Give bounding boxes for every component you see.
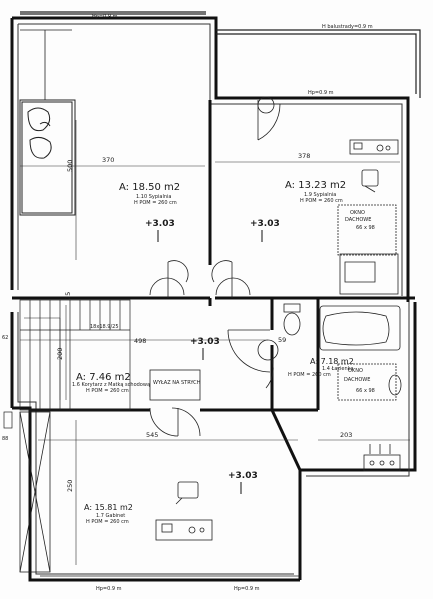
dim-left-a: 62 [2,335,8,341]
dim-203: 203 [340,431,352,439]
roof-window-1-l2: DACHOWE [345,217,371,223]
dim-height-1-7: 250 [66,480,74,492]
bed-icon [19,99,76,216]
level-1-9: +3.03 [250,219,280,229]
level-1-6: +3.03 [190,337,220,347]
roof-window-2-icon [337,363,397,401]
roof-window-1-l1: OKNO [350,210,365,216]
stairs-icon [19,299,131,411]
name-1-7: 1.7 Gabinet [96,513,125,519]
radiator-icon [363,444,401,472]
roof-window-1-size: 66 x 98 [356,225,375,231]
dim-width-1-7: 545 [146,431,158,439]
roof-window-2-l2: DACHOWE [344,377,370,383]
dim-height-1-10: 500 [66,160,74,172]
dim-width-1-10: 370 [102,156,114,164]
attic-hatch-icon [149,369,201,401]
roof-window-2-size: 66 x 98 [356,388,375,394]
room-1-9: 378 A: 13.23 m2 1.9 Sypialnia H POM = 26… [215,96,400,295]
door-swing [257,96,281,141]
area-1-6: A: 7.46 m2 [76,372,131,383]
roof-window-2-l1: OKNO [348,368,363,374]
dim-height-1-6: 200 [56,348,64,360]
hp-top: Hp=0.9 m [92,14,118,20]
area-1-7: A: 15.81 m2 [84,503,133,512]
dim-59: 59 [278,336,286,344]
area-1-4: A: 7.18 m2 [310,357,354,366]
room-1-7: 545 250 A: 15.81 m2 1.7 Gabinet H POM = … [19,411,298,573]
name-1-9: 1.9 Sypialnia [304,192,336,198]
hpom-1-7: H POM = 260 cm [86,519,129,525]
dim-width-1-9: 378 [298,152,310,160]
wardrobe-icon [19,411,51,573]
room-1-6: 18x18.9/25 498 200 25 A: 7.46 m2 1.6 Kor… [19,292,268,411]
dim-left-b: 88 [2,436,8,442]
hpom-1-4: H POM = 260 cm [288,372,331,378]
hp-bottom-right: Hp=0.9 m [234,586,260,592]
hp-bottom-left: Hp=0.9 m [96,586,122,592]
toilet-icon [283,303,301,336]
attic-exit-label: WYŁAZ NA STRYCH [153,380,201,386]
outer-walls [10,16,417,582]
roof-window-1-icon [337,204,397,256]
desk-icon [349,139,399,193]
radiator-left-icon [3,411,13,429]
desk-2-icon [155,481,213,541]
h-balustrady: H balustrady=0.9 m [322,24,373,30]
bathtub-icon [319,305,401,351]
door-swings-corridor [149,260,251,298]
terrace [20,11,421,98]
hpom-1-9: H POM = 260 cm [300,198,343,204]
room-1-10: 370 500 A: 18.50 m2 1.10 Sypialnia H POM… [19,29,205,260]
hpom-1-10: H POM = 260 cm [134,200,177,206]
door-swing-gabinet [149,407,201,437]
door-swing-bath [227,329,279,389]
area-1-10: A: 18.50 m2 [119,182,180,193]
hpom-1-6: H POM = 260 cm [86,388,129,394]
sink-icon [388,374,402,396]
bed-2-icon [339,253,399,295]
level-1-10: +3.03 [145,219,175,229]
dim-width-1-6: 498 [134,337,146,345]
name-1-10: 1.10 Sypialnia [136,194,172,200]
level-1-7: +3.03 [228,471,258,481]
room-1-4: A: 7.18 m2 1.4 Łazienka H POM = 260 cm O… [283,303,402,401]
hp-mid: Hp=0.9 m [308,90,334,96]
dim-25: 25 [64,292,72,300]
stairs-note: 18x18.9/25 [90,324,119,330]
name-1-6: 1.6 Korytarz z Matką schodową [72,382,150,388]
area-1-9: A: 13.23 m2 [285,180,346,191]
